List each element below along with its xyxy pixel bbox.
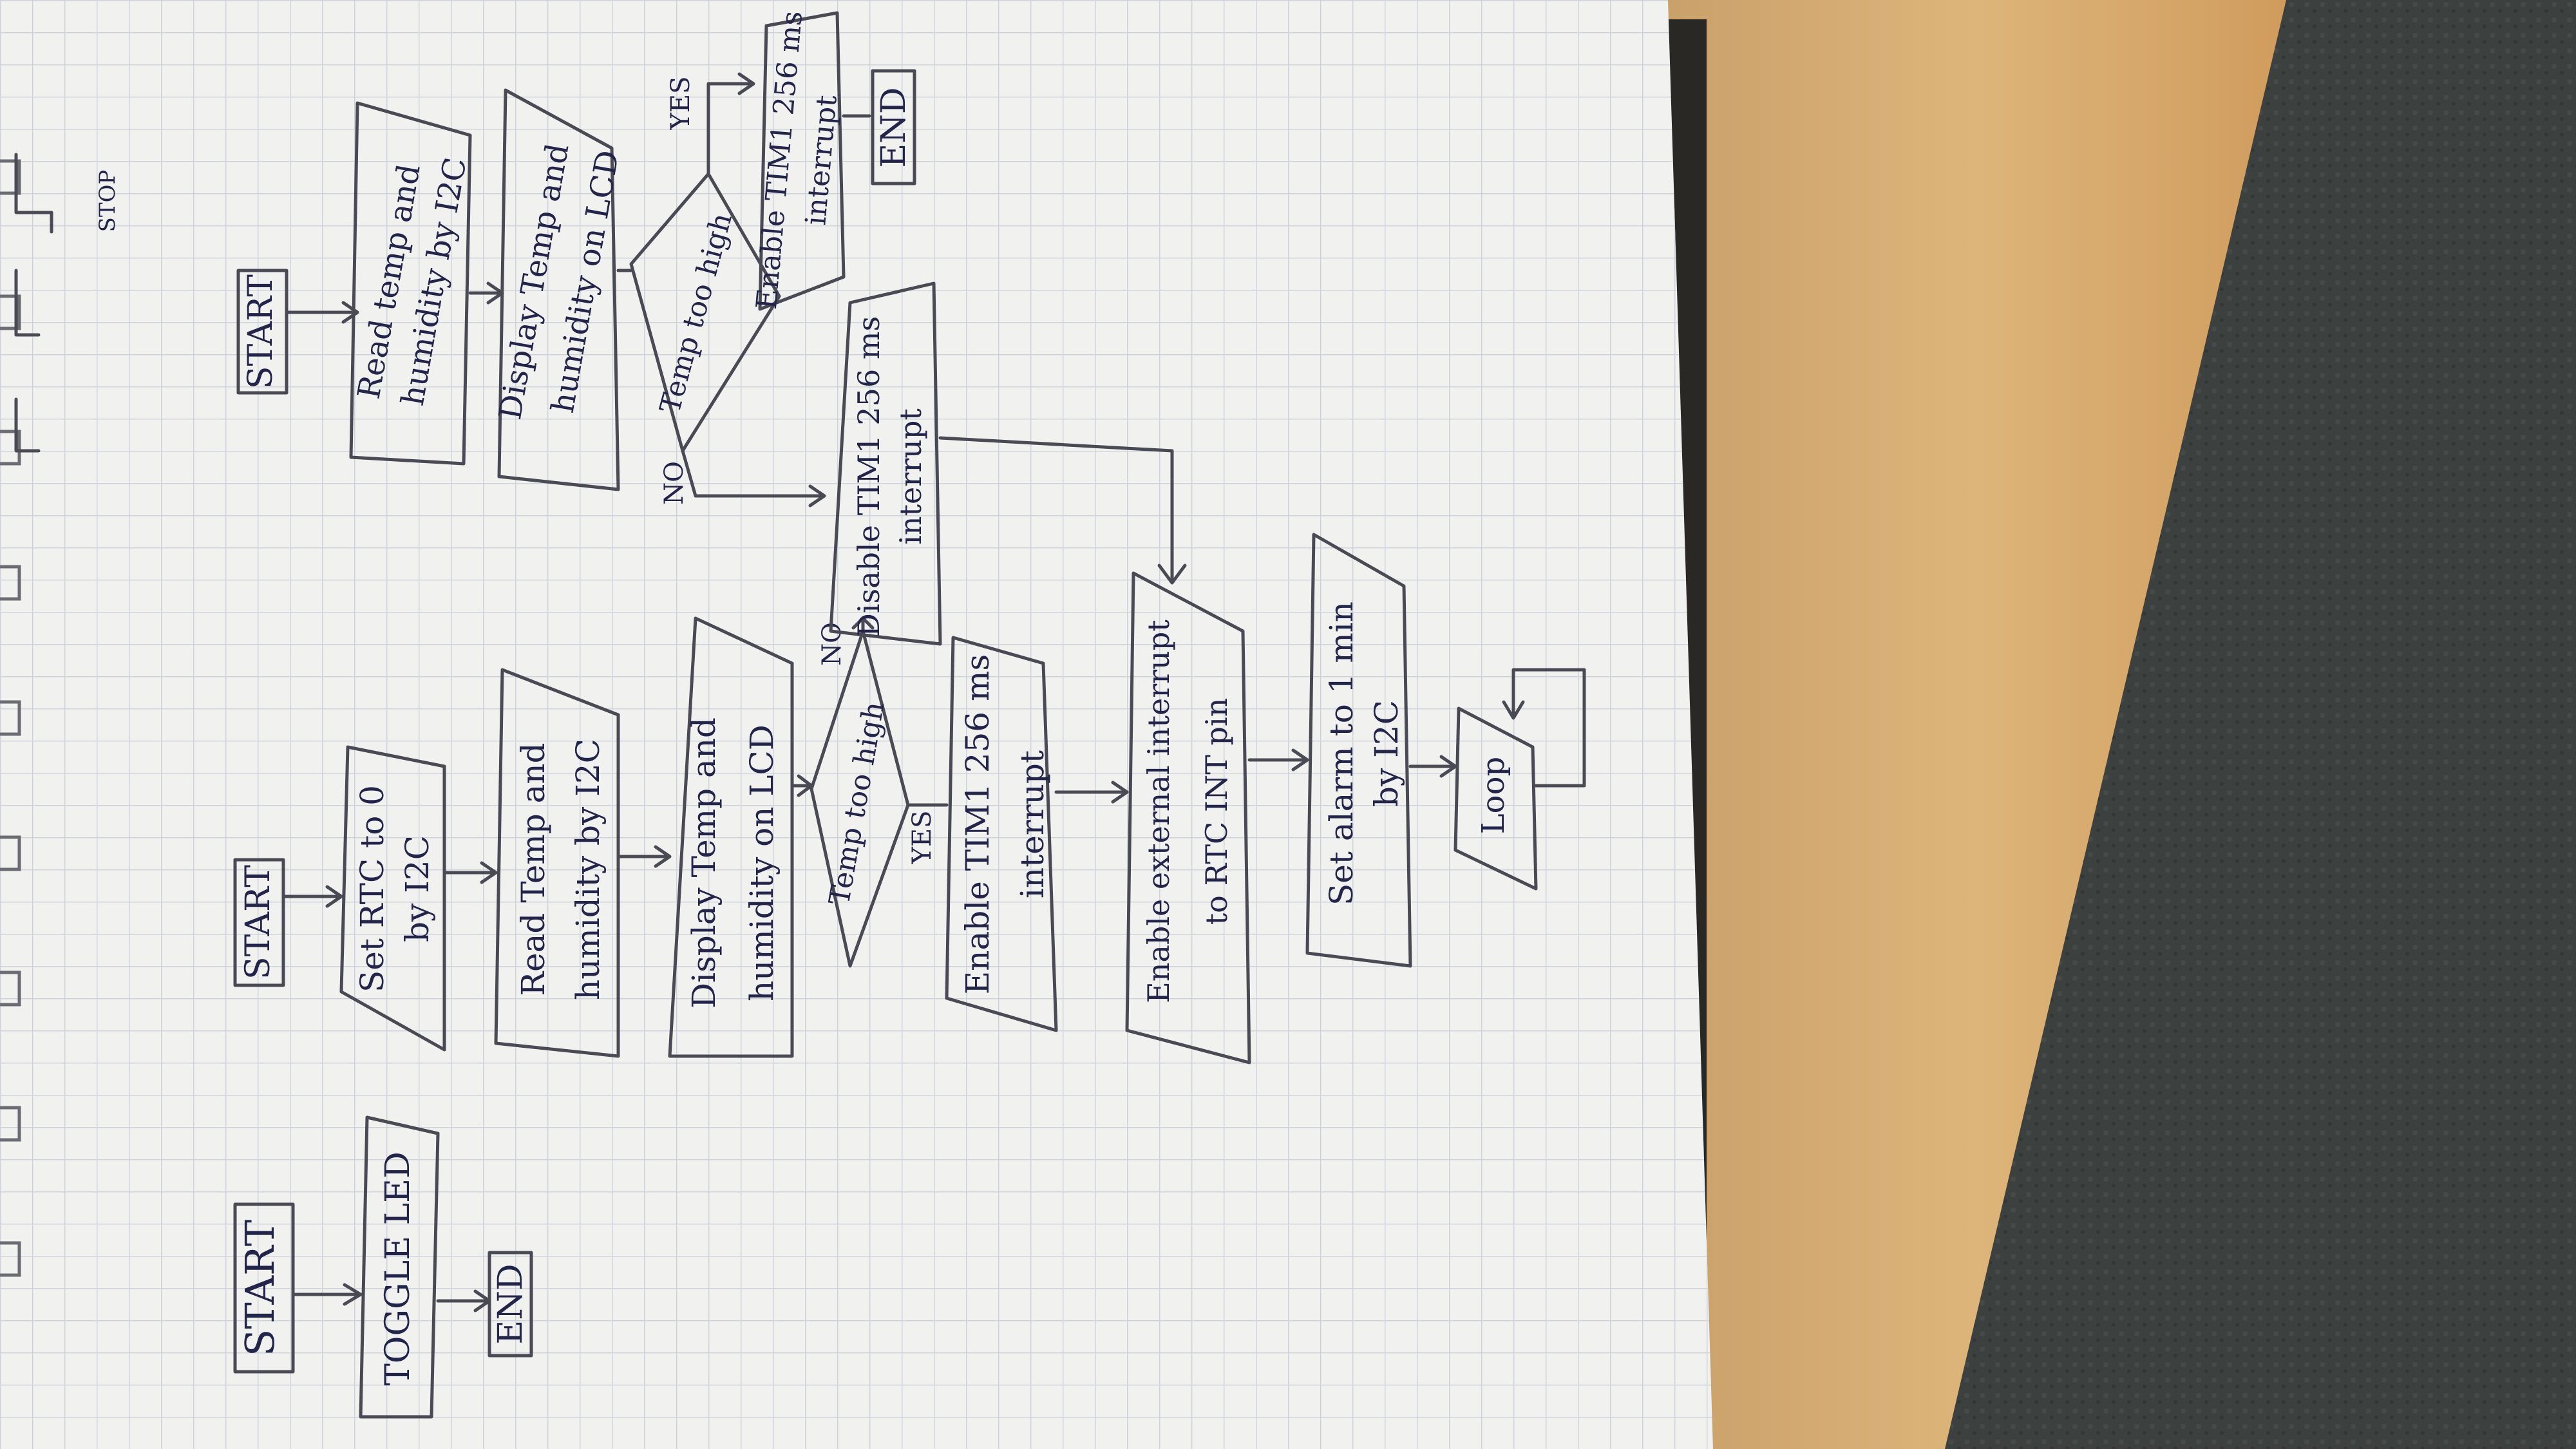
fc3-end-box [871,69,916,185]
fc3-no-label: NO [659,461,689,505]
fc2-enable-tim-line2: interrupt [1014,750,1051,898]
fc2-start-label: START [239,865,278,980]
fc2-ext-int-line1: Enable external interrupt [1141,620,1176,1003]
fc3-start-box [236,269,289,395]
spiral-holes [0,159,21,1277]
fc2-set-rtc-line2: by I2C [399,835,436,942]
fc2-read-line1: Read Temp and [515,743,552,996]
fc2-set-rtc-line1: Set RTC to 0 [354,785,391,992]
fc2-enable-tim-line1: Enable TIM1 256 ms [959,654,996,994]
fc3-start-label: START [242,274,280,389]
fc2-read-line2: humidity by I2C [569,739,607,1000]
fc3-display-box [497,88,620,491]
fc2-display-line1: Display Temp and [685,717,723,1009]
fc2-set-rtc-box [339,745,446,1052]
fc2-alarm-line2: by I2C [1368,700,1405,807]
fc2-display-line2: humidity on LCD [743,724,781,1001]
fc2-ext-int-line2: to RTC INT pin [1199,698,1234,925]
fc2-arrow-1 [281,885,343,908]
fc2-alarm-box [1305,533,1412,968]
wooden-desk [1662,0,2286,1449]
fc3-decision-diamond [629,172,781,453]
flowchart-1: START TOGGLE LED END [233,1115,533,1419]
fc3-read-box [349,101,472,466]
fc3-end-label: END [875,87,913,167]
fc2-loop-box [1454,706,1538,891]
fc2-disable-tim-line1: Disable TIM1 256 ms [851,316,886,637]
flowchart-2: START Set RTC to 0 by I2C Read Temp and … [233,281,1586,1065]
fc2-start-box [233,858,285,987]
fc2-arrow-no [851,616,875,633]
margin-note-stop: STOP [95,170,120,232]
fc2-disable-to-ext-int-arrow [938,436,1187,585]
fc2-arrow-6 [1247,748,1309,772]
fc2-enable-tim-box [945,636,1058,1032]
fc2-arrow-2 [442,861,498,884]
fc1-start-label: START [236,1220,283,1356]
fc3-enable-tim-box [758,11,846,311]
fc2-arrow-7 [1408,755,1457,778]
fc2-disable-tim-line2: interrupt [893,408,928,545]
fc2-arrow-3 [616,845,672,868]
fc3-arrow-yes [706,72,755,176]
fc3-yes-label: YES [666,76,696,130]
fc1-end-label: END [491,1264,530,1344]
waveform-doodle [14,153,53,453]
fc1-arrow-1 [291,1283,363,1306]
fc2-disable-tim-box [829,281,942,646]
fc2-display-box [668,616,794,1058]
fc2-read-box [494,668,620,1058]
fc2-loop-back-arrow [1502,668,1586,788]
fc2-yes-label: YES [907,810,937,864]
fc3-arrow-no [681,449,826,507]
fc2-ext-int-box [1125,571,1251,1065]
grid-lines [0,0,1713,1449]
fc1-start-box [233,1202,295,1374]
fc3-arrow-1 [285,301,359,324]
fc2-arrow-5 [1054,781,1129,804]
fc1-end-box [488,1251,533,1358]
fc1-toggle-label: TOGGLE LED [379,1151,417,1386]
fc1-toggle-box [359,1115,440,1419]
fc2-alarm-line1: Set alarm to 1 min [1323,601,1360,905]
fc2-loop-label: Loop [1475,757,1511,834]
